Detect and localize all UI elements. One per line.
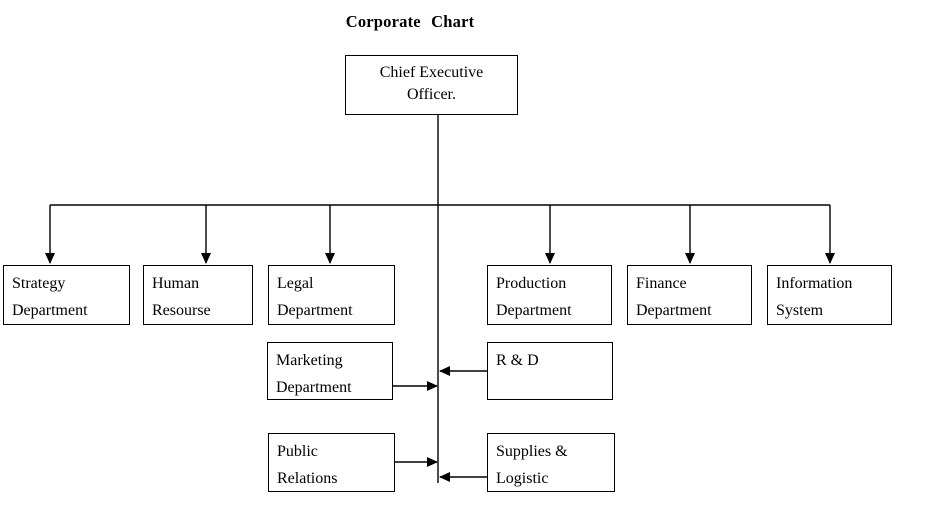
node-supplies-logistic: Supplies & Logistic bbox=[487, 433, 615, 492]
node-strategy-department: Strategy Department bbox=[3, 265, 130, 325]
node-production-department: Production Department bbox=[487, 265, 612, 325]
node-r-and-d: R & D bbox=[487, 342, 613, 400]
node-finance-label: Finance Department bbox=[636, 275, 712, 319]
node-ceo-label: Chief Executive Officer. bbox=[379, 64, 484, 103]
node-public-relations: Public Relations bbox=[268, 433, 395, 492]
node-legal-label: Legal Department bbox=[277, 275, 353, 319]
node-legal-department: Legal Department bbox=[268, 265, 395, 325]
node-information-system: Information System bbox=[767, 265, 892, 325]
node-supplies-label: Supplies & Logistic bbox=[496, 443, 568, 487]
node-human-label: Human Resourse bbox=[152, 275, 211, 319]
node-strategy-label: Strategy Department bbox=[12, 275, 88, 319]
node-information-label: Information System bbox=[776, 275, 853, 319]
node-production-label: Production Department bbox=[496, 275, 572, 319]
node-marketing-label: Marketing Department bbox=[276, 352, 352, 396]
node-finance-department: Finance Department bbox=[627, 265, 752, 325]
chart-title: Corporate Chart bbox=[345, 12, 475, 31]
node-public-label: Public Relations bbox=[277, 443, 338, 487]
node-human-resourse: Human Resourse bbox=[143, 265, 253, 325]
node-marketing-department: Marketing Department bbox=[267, 342, 393, 400]
node-rnd-label: R & D bbox=[496, 352, 539, 369]
node-ceo: Chief Executive Officer. bbox=[345, 55, 518, 115]
